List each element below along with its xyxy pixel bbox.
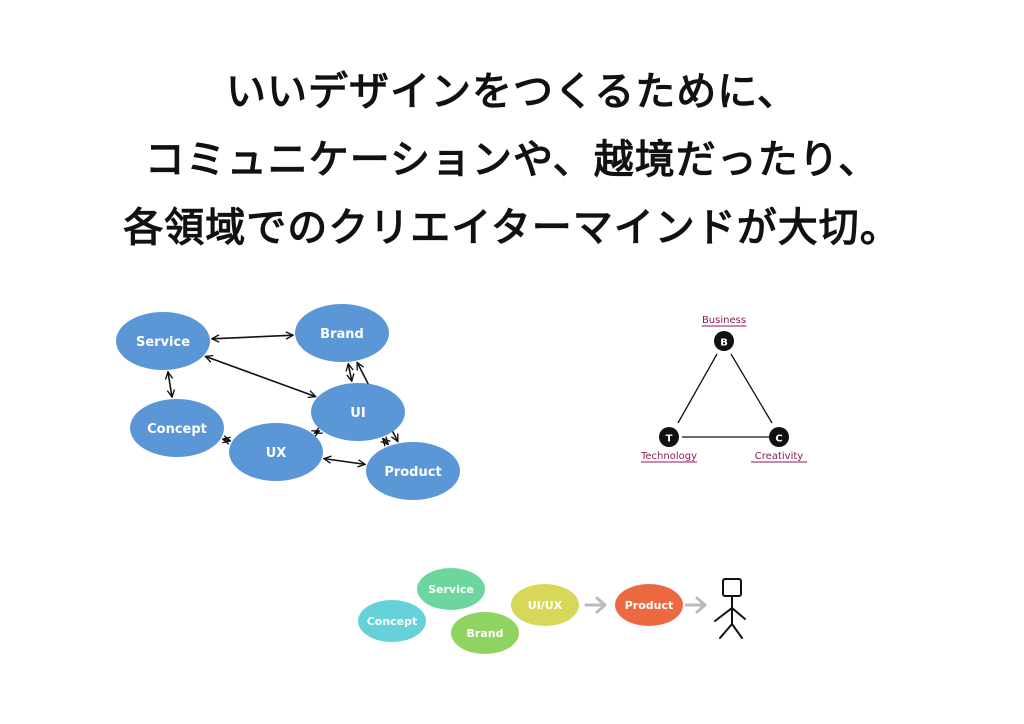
flow-node-product: Product <box>615 584 683 626</box>
network-node-service: Service <box>116 312 210 370</box>
triangle-edge-business-technology <box>677 353 718 424</box>
network-node-product: Product <box>366 442 460 500</box>
flow-node-brand-shape <box>451 612 519 654</box>
flow-node-concept-label: Concept <box>367 615 418 628</box>
flow-node-service-shape <box>417 568 485 610</box>
link-service-brand <box>212 335 293 339</box>
triangle-label-business: Business <box>702 315 746 326</box>
flow-node-concept-shape <box>358 600 426 642</box>
triangle-vertex-technology-letter: T <box>666 434 673 445</box>
triangle-vertex-technology-dot <box>659 427 679 447</box>
triangle-label-creativity: Creativity <box>755 451 803 462</box>
network-node-ux-shape <box>229 423 323 481</box>
triangle-vertex-business: B Business <box>701 315 747 351</box>
flow-node-service: Service <box>417 568 485 610</box>
flow-node-brand: Brand <box>451 612 519 654</box>
link-ui-product <box>383 439 388 445</box>
flow-node-concept: Concept <box>358 600 426 642</box>
link-ui-ux <box>315 431 320 433</box>
network-node-concept-label: Concept <box>147 422 207 437</box>
network-node-ui-label: UI <box>350 406 365 421</box>
triangle-vertex-creativity: C Creativity <box>751 427 807 463</box>
link-service-concept <box>168 372 172 397</box>
headline-line-1: いいデザインをつくるために、 <box>226 69 798 115</box>
network-node-brand: Brand <box>295 304 389 362</box>
link-ux-product <box>324 459 365 465</box>
headline-line-2: コミュニケーションや、越境だったり、 <box>144 137 880 183</box>
network-node-brand-shape <box>295 304 389 362</box>
network-node-brand-label: Brand <box>320 327 364 342</box>
network-node-service-shape <box>116 312 210 370</box>
triangle-edge-business-creativity <box>730 353 773 424</box>
network-node-ui-shape <box>311 383 405 441</box>
flow-node-brand-label: Brand <box>467 627 504 640</box>
link-brand-ui <box>348 364 352 382</box>
link-service-ui <box>205 356 315 396</box>
network-node-product-shape <box>366 442 460 500</box>
flow-node-service-label: Service <box>428 583 474 596</box>
network-node-concept: Concept <box>130 399 224 457</box>
flow-node-product-label: Product <box>625 599 674 612</box>
headline: いいデザインをつくるために、 コミュニケーションや、越境だったり、 各領域でのク… <box>0 58 1024 262</box>
network-node-ux: UX <box>229 423 323 481</box>
user-figure-icon <box>714 578 746 639</box>
flow-node-uiux-label: UI/UX <box>528 599 563 612</box>
triangle-vertex-technology: T Technology <box>640 427 697 463</box>
triangle-vertex-creativity-dot <box>769 427 789 447</box>
flow-arrow-1 <box>584 596 607 614</box>
flow-node-product-shape <box>615 584 683 626</box>
flow-arrow-2 <box>684 596 707 614</box>
link-concept-ux <box>223 439 231 441</box>
flow-node-uiux: UI/UX <box>511 584 579 626</box>
network-node-service-label: Service <box>136 335 190 350</box>
network-node-product-label: Product <box>384 465 441 480</box>
triangle-vertex-business-dot <box>714 331 734 351</box>
network-node-ux-label: UX <box>266 446 287 461</box>
network-node-concept-shape <box>130 399 224 457</box>
flow-node-uiux-shape <box>511 584 579 626</box>
network-node-ui: UI <box>311 383 405 441</box>
triangle-vertex-creativity-letter: C <box>775 434 782 445</box>
headline-line-3: 各領域でのクリエイターマインドが大切。 <box>123 205 901 251</box>
triangle-label-technology: Technology <box>640 451 697 462</box>
triangle-vertex-business-letter: B <box>720 338 728 349</box>
